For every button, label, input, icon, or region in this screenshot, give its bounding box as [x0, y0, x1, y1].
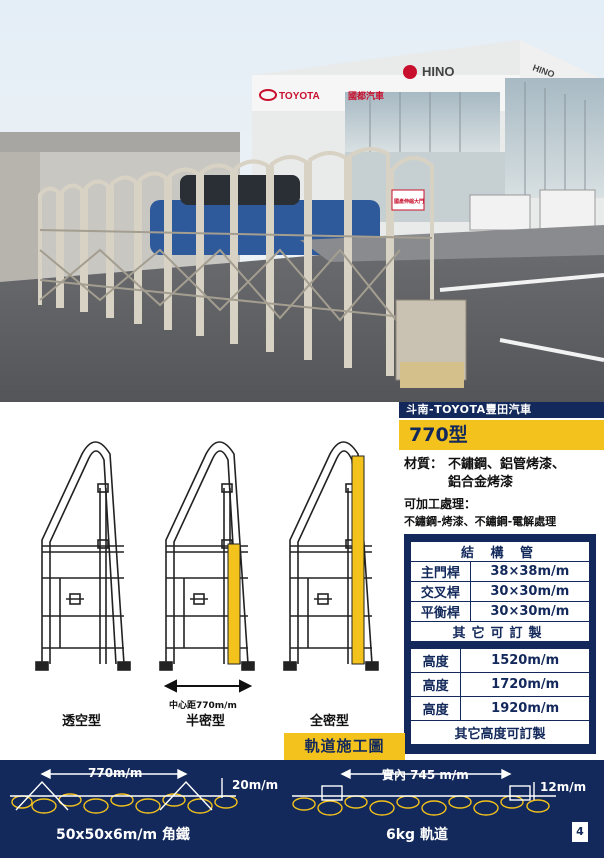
- table-cell: 38×38m/m: [469, 561, 591, 582]
- table-row: 結 構 管: [410, 541, 590, 562]
- showroom-photo: TOYOTA 國都汽車 HINO HINO: [0, 0, 604, 402]
- material-text-line2: 鋁合金烤漆: [448, 475, 514, 490]
- table-row: 高度 1920m/m: [409, 696, 590, 721]
- material-label: 材質：: [404, 457, 444, 472]
- table-row: 平衡桿 30×30m/m: [410, 601, 591, 622]
- process-title: 可加工處理：: [404, 497, 477, 511]
- structure-table-title: 結 構 管: [410, 541, 590, 562]
- left-track-depth: 20m/m: [232, 778, 279, 792]
- right-track-label: 6kg 軌道: [386, 827, 448, 843]
- height-table: 高度 1520m/m 高度 1720m/m 高度 1920m/m 其它高度可訂製: [409, 648, 590, 745]
- table-cell: 1520m/m: [460, 648, 590, 673]
- structure-table-footer: 其它可訂製: [410, 621, 590, 642]
- table-cell: 1920m/m: [460, 696, 590, 721]
- process-text: 不鏽鋼-烤漆、不鏽鋼-電解處理: [404, 515, 557, 528]
- table-row: 高度 1520m/m: [409, 648, 590, 673]
- table-cell: 高度: [409, 672, 462, 697]
- hino-sign: HINO: [422, 64, 455, 79]
- page-number-box: [572, 822, 588, 842]
- track-title-badge: [284, 733, 405, 760]
- diagram-label-open: 透空型: [62, 714, 102, 729]
- material-text-line1: 不鏽鋼、鋁管烤漆、: [448, 457, 566, 472]
- table-cell: 高度: [409, 648, 462, 673]
- table-cell: 30×30m/m: [469, 601, 591, 622]
- table-row: 交叉桿 30×30m/m: [410, 581, 591, 602]
- page-number: 4: [576, 825, 584, 838]
- right-track-width: 實內 745 m/m: [382, 768, 469, 782]
- right-track-depth: 12m/m: [540, 780, 587, 794]
- left-track-width: 770m/m: [88, 766, 143, 780]
- height-table-footer: 其它高度可訂製: [410, 720, 590, 745]
- table-row: 主門桿 38×38m/m: [410, 561, 591, 582]
- table-row: 高度 1720m/m: [409, 672, 590, 697]
- table-cell: 交叉桿: [410, 581, 471, 602]
- structure-table: 結 構 管 主門桿 38×38m/m 交叉桿 30×30m/m 平衡桿 30×3…: [410, 541, 591, 642]
- center-distance-label: 中心距770m/m: [169, 701, 237, 711]
- model-bar: [399, 420, 604, 450]
- diagram-label-full: 全密型: [310, 714, 350, 729]
- photo-caption: 斗南-TOYOTA豐田汽車: [406, 403, 532, 416]
- gate-sign: 國產伸縮大門: [394, 198, 424, 205]
- table-cell: 30×30m/m: [469, 581, 591, 602]
- model-title: 770型: [409, 424, 468, 446]
- table-cell: 主門桿: [410, 561, 471, 582]
- table-cell: 平衡桿: [410, 601, 471, 622]
- gate-diagrams: [35, 441, 379, 693]
- diagram-label-semi: 半密型: [186, 714, 226, 729]
- track-diagrams: [10, 768, 556, 816]
- toyota-sign: TOYOTA: [279, 91, 320, 102]
- table-row: 其它高度可訂製: [410, 720, 590, 745]
- table-cell: 高度: [409, 696, 462, 721]
- left-track-label: 50x50x6m/m 角鐵: [56, 827, 190, 843]
- caption-bar: [399, 402, 604, 418]
- track-title: 軌道施工圖: [304, 737, 385, 755]
- table-cell: 1720m/m: [460, 672, 590, 697]
- dealer-sign: 國都汽車: [348, 90, 384, 102]
- table-row: 其它可訂製: [410, 621, 590, 642]
